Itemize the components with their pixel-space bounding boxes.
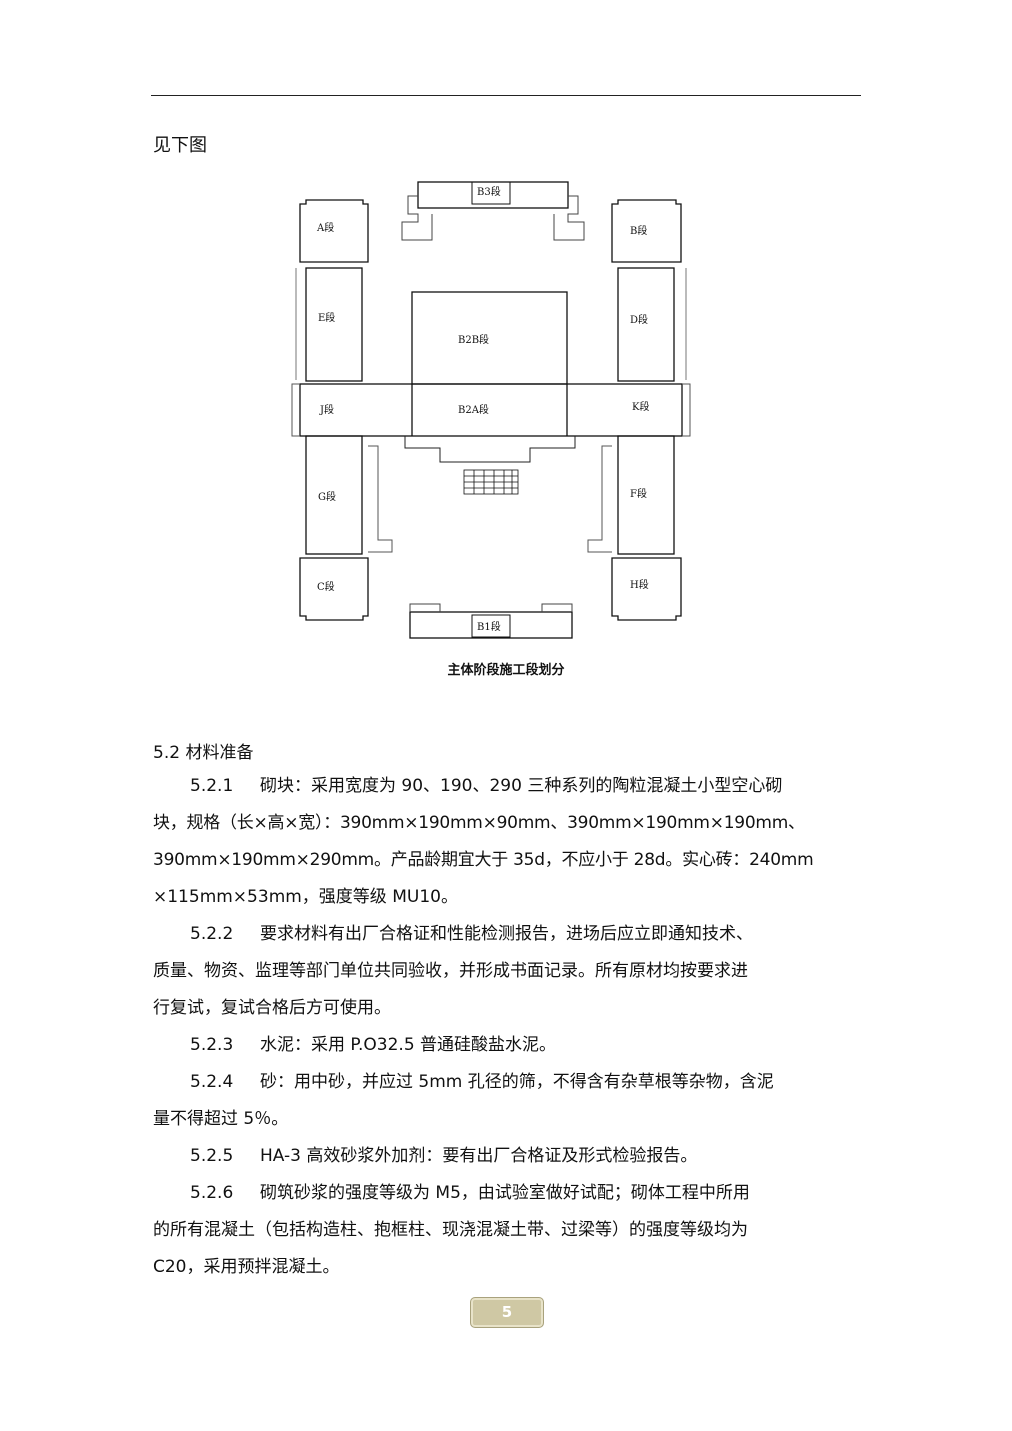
segment-h-outline [611,557,682,621]
b3-right-wing [553,195,585,241]
label-g: G段 [318,490,336,503]
segment-b-outline [611,199,682,263]
item-number: 5.2.3 [190,1035,234,1055]
label-d: D段 [630,313,648,326]
left-wing-stub [291,383,300,437]
header-rule [151,95,861,96]
stairs [463,469,519,495]
right-corridor [587,445,612,553]
page-number-badge: 5 [470,1297,544,1328]
segment-c-outline [299,557,369,621]
label-a: A段 [316,221,334,234]
item-number: 5.2.4 [190,1072,234,1092]
left-corridor [368,445,393,553]
segment-b1-block [409,611,573,639]
right-wing-stub [682,383,691,437]
item-number: 5.2.1 [190,776,234,796]
label-b2a: B2A段 [458,403,489,416]
segment-d-outline [617,267,675,382]
label-h: H段 [630,578,649,591]
label-e: E段 [318,311,335,324]
label-b2b: B2B段 [458,333,489,346]
intro-text: 见下图 [153,135,207,156]
item-number: 5.2.2 [190,924,234,944]
segment-jk-bar [299,383,683,437]
item-5-2-2-line-2: 质量、物资、监理等部门单位共同验收，并形成书面记录。所有原材均按要求进 [153,961,748,981]
item-5-2-2-line-3: 行复试，复试合格后方可使用。 [153,998,391,1018]
segment-b1-label-box [471,614,511,638]
item-5-2-6-line-2: 的所有混凝土（包括构造柱、抱框柱、现浇混凝土带、过梁等）的强度等级均为 [153,1220,748,1240]
segment-e-outline [305,267,363,382]
item-5-2-1-line-3: 390mm×190mm×290mm。产品龄期宜大于 35d，不应小于 28d。实… [153,850,814,870]
label-j: J段 [319,403,334,416]
section-heading: 5.2 材料准备 [153,743,254,763]
segment-a-outline [299,199,369,263]
segment-b2b-outline [411,291,568,385]
b1-right-wing [541,603,573,612]
item-5-2-6-line-3: C20，采用预拌混凝土。 [153,1257,340,1277]
label-c: C段 [317,580,335,593]
b3-left-wing [401,195,433,241]
figure-caption: 主体阶段施工段划分 [447,663,565,678]
label-k: K段 [632,400,649,413]
segment-b3-label-box [471,181,511,205]
construction-segment-plan: A段 B段 B3段 E段 D段 B2B段 J段 B2A段 K段 G段 F段 C段… [291,181,691,639]
item-5-2-1-line-2: 块，规格（长×高×宽）：390mm×190mm×90mm、390mm×190mm… [153,813,805,833]
podium-outline [404,436,576,463]
item-5-2-4-line-2: 量不得超过 5％。 [153,1109,289,1129]
item-number: 5.2.6 [190,1183,234,1203]
b1-left-wing [409,603,441,612]
label-b3: B3段 [477,185,501,198]
item-number: 5.2.5 [190,1146,234,1166]
label-b1: B1段 [477,620,501,633]
label-b: B段 [630,224,647,237]
item-5-2-1-line-4: ×115mm×53mm，强度等级 MU10。 [153,887,458,907]
label-f: F段 [630,487,647,500]
